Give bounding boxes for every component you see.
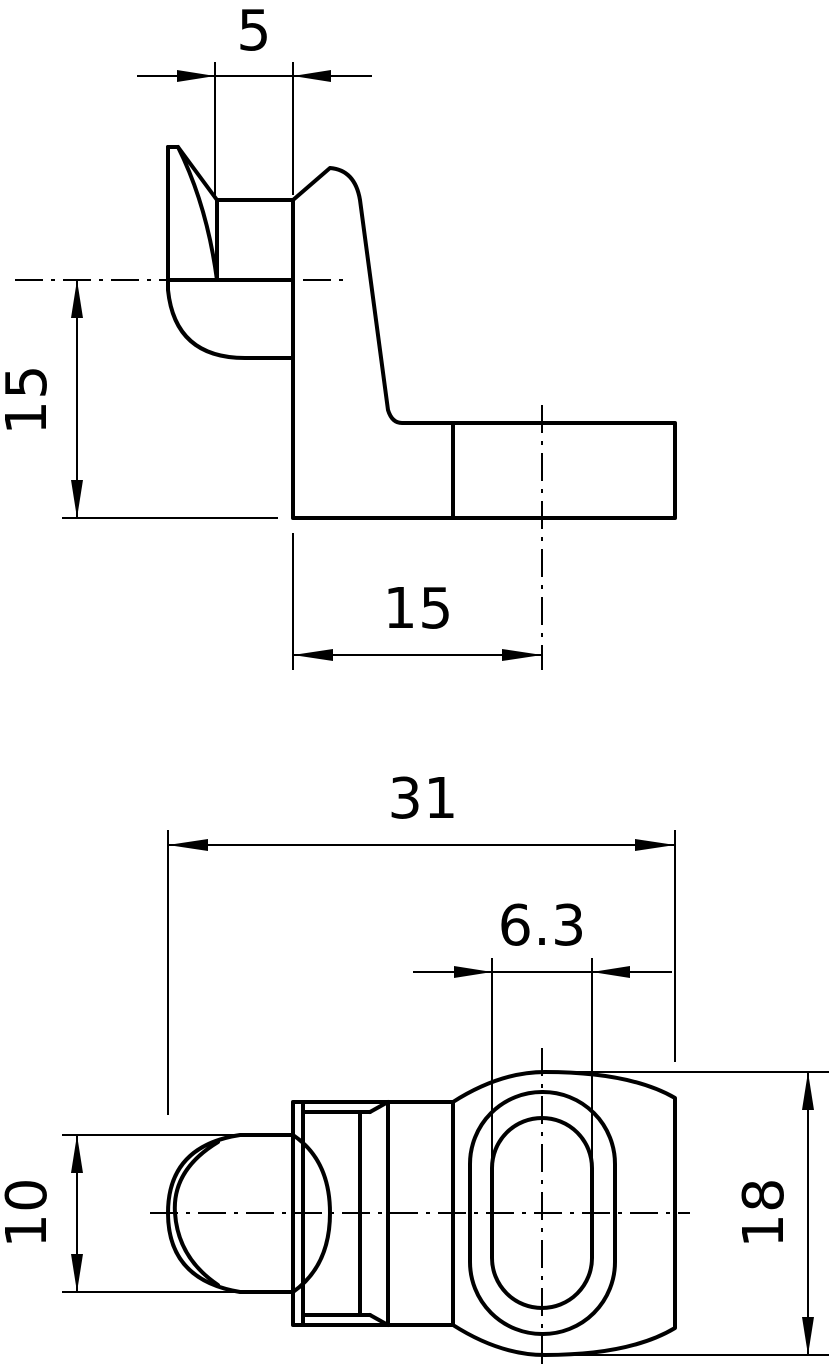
dim-15v-label: 15: [0, 364, 60, 435]
dim-18-arrow-bottom: [802, 1317, 814, 1355]
dim-15h-arrow-left: [293, 649, 333, 661]
top-view: 31 6.3 10 18: [0, 767, 829, 1372]
dim-15h-arrow-right: [502, 649, 542, 661]
dim-5-arrow-left: [177, 70, 215, 82]
top-head-outline: [451, 1070, 677, 1357]
dim-10-label: 10: [0, 1177, 60, 1248]
dim-15v-arrow-bottom: [71, 480, 83, 518]
dim-15v-arrow-top: [71, 280, 83, 318]
top-collar-chamfer-top-diag: [368, 1100, 390, 1114]
dim-5-label: 5: [236, 0, 272, 64]
side-pin-tip: [166, 145, 295, 202]
dim-31-arrow-right: [635, 839, 675, 851]
side-view: 5 15 15: [0, 0, 677, 670]
dim-15h-label: 15: [382, 577, 453, 642]
dim-18-arrow-top: [802, 1072, 814, 1110]
dim-6-3-arrow-right: [592, 966, 630, 978]
side-pin-body: [166, 145, 295, 360]
dim-10-arrow-top: [71, 1135, 83, 1173]
side-body-outline: [291, 166, 677, 520]
dim-31-label: 31: [387, 767, 458, 832]
dim-5-arrow-right: [293, 70, 331, 82]
top-slot-outer: [468, 1090, 617, 1336]
dim-18-label: 18: [732, 1177, 797, 1248]
dim-6-3-label: 6.3: [497, 894, 586, 959]
top-collar-chamfer-bottom-diag: [368, 1313, 390, 1327]
side-pin-tip-curve: [176, 145, 219, 282]
dim-6-3-arrow-left: [454, 966, 492, 978]
dim-10-arrow-bottom: [71, 1254, 83, 1292]
dim-31-arrow-left: [168, 839, 208, 851]
